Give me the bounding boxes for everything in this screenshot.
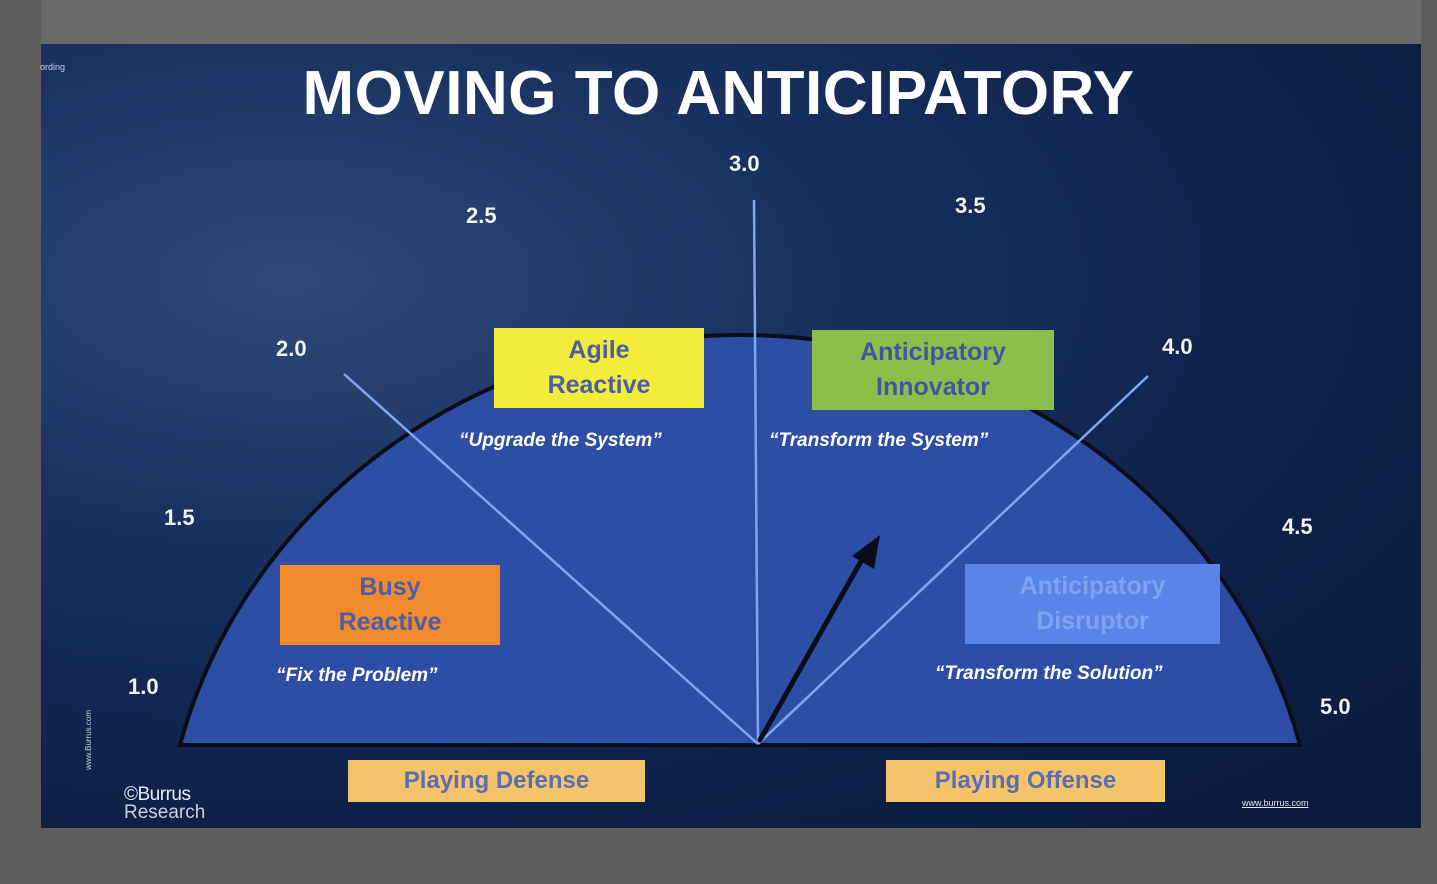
website-url-right: www.burrus.com xyxy=(1242,798,1309,808)
divider-left xyxy=(343,373,759,745)
logo-line-1: ©Burrus xyxy=(124,784,191,805)
needle-arrowhead-icon xyxy=(852,535,880,569)
recording-label: ording xyxy=(40,62,66,72)
window-top-strip xyxy=(41,0,1421,44)
zone-agile-reactive-box: Agile Reactive xyxy=(494,328,704,408)
zone-anticipatory-innovator-box: Anticipatory Innovator xyxy=(812,330,1054,410)
playing-defense-label: Playing Defense xyxy=(348,760,645,802)
gauge-needle xyxy=(757,553,867,743)
tick-label: 1.0 xyxy=(128,674,159,699)
tick-label: 4.5 xyxy=(1282,514,1313,539)
tick-label: 5.0 xyxy=(1320,694,1351,719)
tick-label: 4.0 xyxy=(1162,334,1193,359)
website-url-left: www.Burrus.com xyxy=(84,709,93,770)
playing-offense-label: Playing Offense xyxy=(886,760,1165,802)
tick-label: 3.0 xyxy=(729,151,760,176)
divider-right xyxy=(757,375,1149,745)
tick-label: 1.5 xyxy=(164,505,195,530)
zone-anticipatory-disruptor-box: Anticipatory Disruptor xyxy=(965,564,1220,644)
tick-label: 3.5 xyxy=(955,193,986,218)
zone-busy-reactive-box: Busy Reactive xyxy=(280,565,500,645)
zone-anticipatory-disruptor-subtitle: “Transform the Solution” xyxy=(935,663,1163,684)
tick-label: 2.0 xyxy=(276,336,307,361)
logo-line-2: Research xyxy=(124,802,206,823)
tick-label: 2.5 xyxy=(466,203,497,228)
zone-busy-reactive-subtitle: “Fix the Problem” xyxy=(276,665,438,686)
slide-title: MOVING TO ANTICIPATORY xyxy=(302,59,1135,128)
zone-agile-reactive-subtitle: “Upgrade the System” xyxy=(459,430,662,451)
divider-center xyxy=(752,199,760,745)
burrus-research-logo: ©Burrus Research xyxy=(124,784,206,823)
zone-anticipatory-innovator-subtitle: “Transform the System” xyxy=(769,430,989,451)
